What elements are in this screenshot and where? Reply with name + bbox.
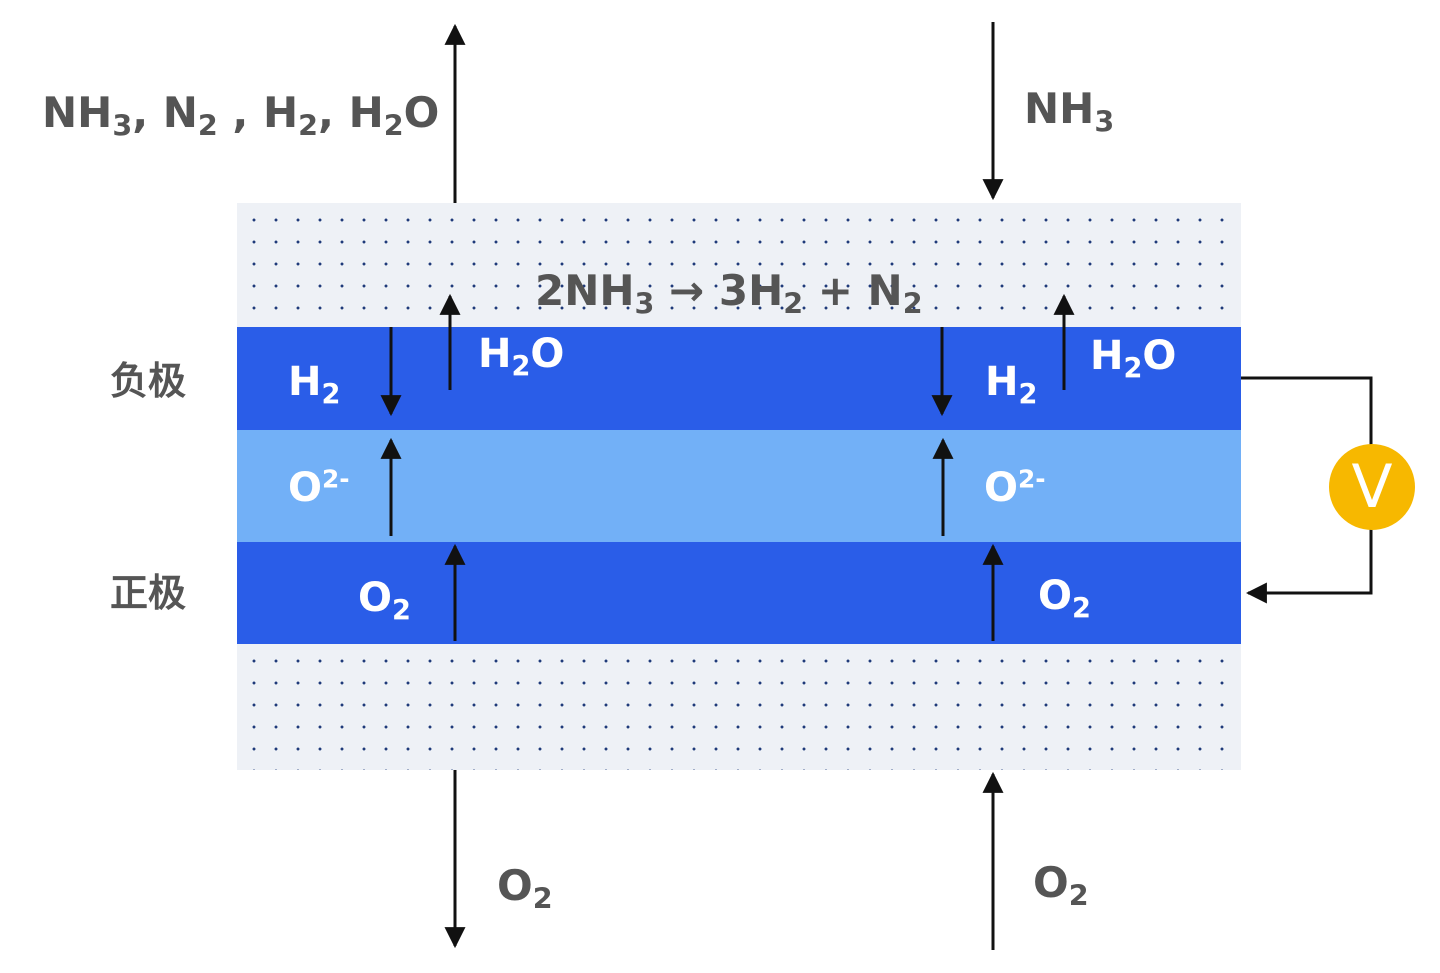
right-h2-label: H2: [985, 359, 1038, 411]
voltmeter-label: V: [1351, 452, 1393, 522]
left-oxide-ion-label: O2-: [288, 464, 350, 511]
oxygen-feed-label: O2: [1033, 858, 1089, 913]
voltmeter-icon: V: [1329, 444, 1415, 530]
right-h2o-label: H2O: [1090, 333, 1177, 385]
electrolyte-layer: [237, 430, 1241, 542]
left-h2-label: H2: [288, 359, 341, 411]
circuit-wire-bottom: [1245, 528, 1373, 604]
left-o2-label: O2: [358, 575, 411, 627]
anode-layer: [237, 327, 1241, 430]
circuit-wire-top: [1241, 376, 1373, 446]
left-h2o-label: H2O: [478, 331, 565, 383]
reaction-equation: 2NH3 → 3H2 + N2: [535, 266, 923, 321]
anode-porous-support: [237, 203, 1241, 327]
positive-electrode-label: 正极: [110, 571, 187, 615]
anode-exhaust-label: NH3, N2 , H2, H2O: [42, 88, 440, 143]
cathode-porous-support: [237, 644, 1241, 770]
cathode-layer: [237, 542, 1241, 644]
negative-electrode-label: 负极: [110, 359, 187, 403]
right-oxide-ion-label: O2-: [984, 464, 1046, 511]
oxygen-exhaust-label: O2: [497, 861, 553, 916]
right-o2-label: O2: [1038, 573, 1091, 625]
ammonia-feed-label: NH3: [1024, 84, 1115, 139]
